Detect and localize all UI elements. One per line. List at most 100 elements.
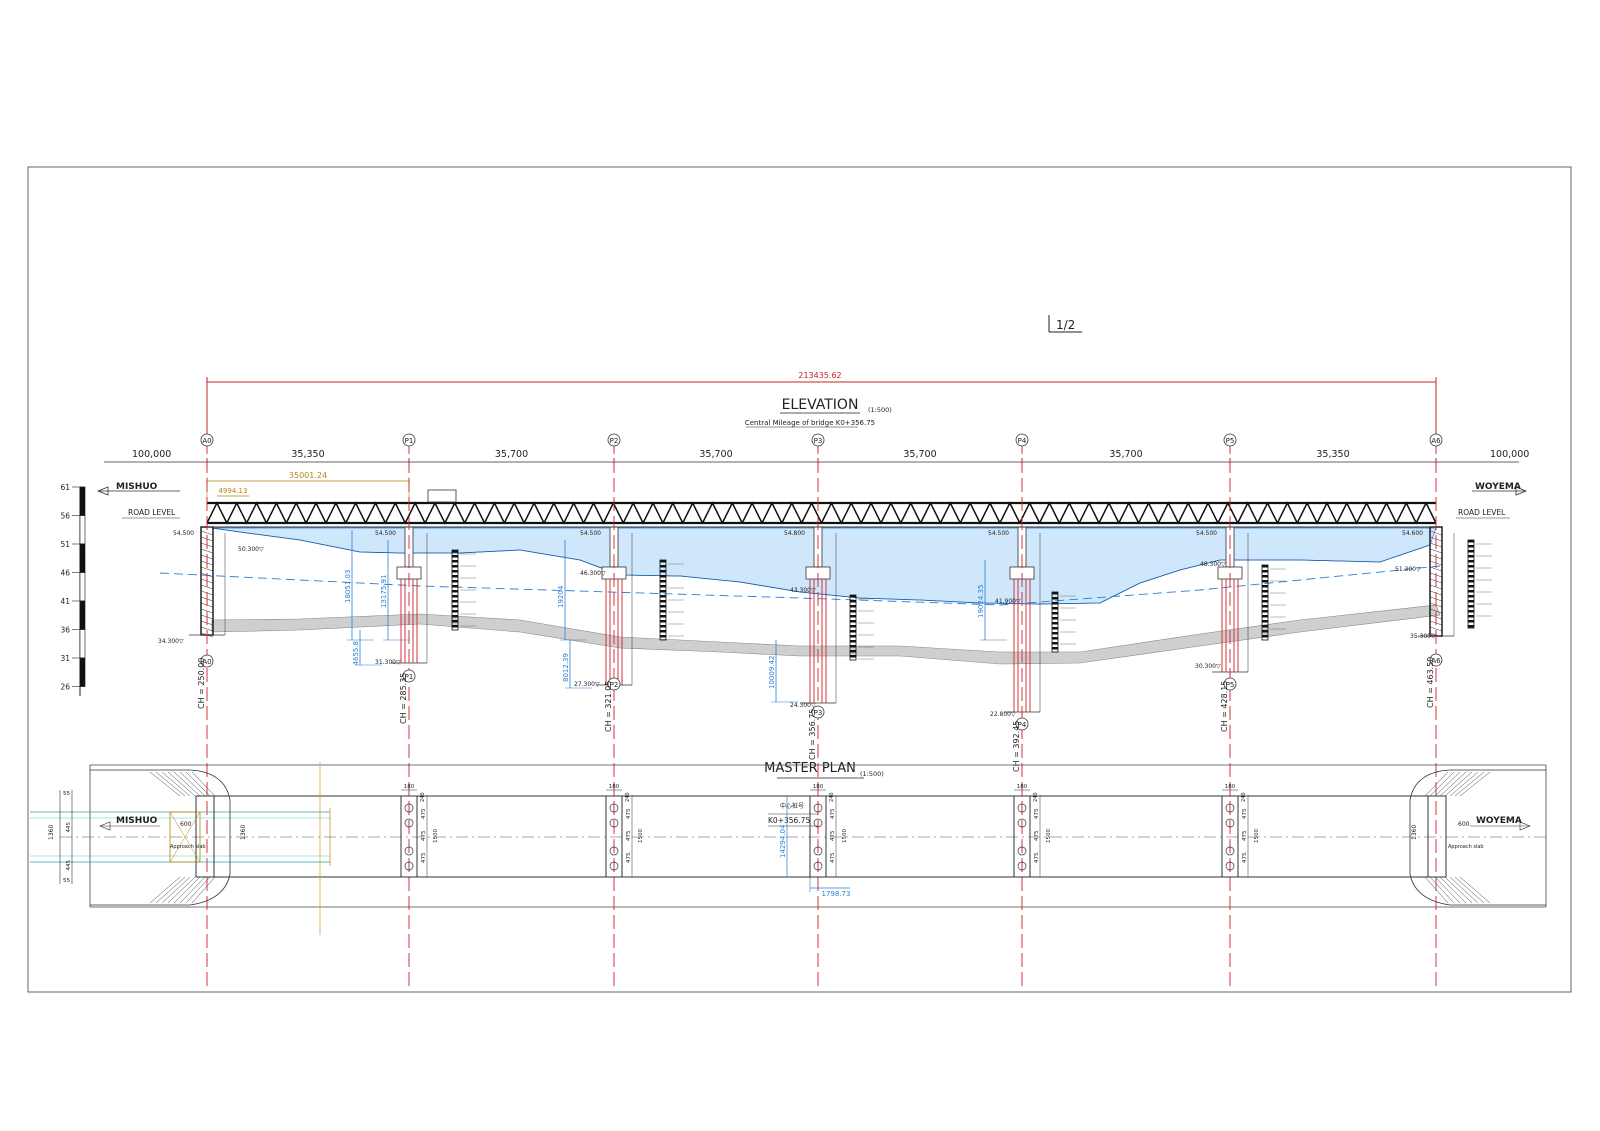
bed-level-P1: 31.300▽ xyxy=(375,659,401,666)
wing-hatch xyxy=(149,771,1491,904)
ruler-tick-26: 26 xyxy=(60,683,70,692)
plan-pier-width: 180 xyxy=(1225,784,1236,790)
deck-box xyxy=(427,489,457,503)
ruler-tick-56: 56 xyxy=(60,512,70,521)
span-length-4: 35,700 xyxy=(903,449,936,460)
plan-piers: 180 475 475 475 1500 240 180 475 475 475 1500 240 18… xyxy=(400,784,1260,878)
axis-bubble xyxy=(200,433,214,447)
water-level-2: 46.300▽ xyxy=(580,570,606,577)
borehole-log xyxy=(1051,591,1076,653)
chainage-A0: CH = 250.00 xyxy=(197,658,206,709)
short-dim-text: 4994.13 xyxy=(219,487,248,495)
elev-end-labels: MISHUO WOYEMA ROAD LEVEL ROAD LEVEL xyxy=(96,482,1528,519)
bed-level-A0: 34.300▽ xyxy=(158,638,184,645)
plan-pier-total: 1500 xyxy=(638,829,644,843)
elev-left-end: MISHUO xyxy=(116,482,158,492)
span-length-2: 35,700 xyxy=(495,449,528,460)
plan-spacing: 475 xyxy=(626,808,632,819)
plan-pier-total: 1500 xyxy=(842,829,848,843)
elevation-title: ELEVATION xyxy=(782,397,859,413)
plan-road xyxy=(30,762,1547,935)
water-level-4: 41.900▽ xyxy=(995,598,1021,605)
ruler-tick-41: 41 xyxy=(60,597,70,606)
span-length-3: 35,700 xyxy=(699,449,732,460)
sheet-number: 1/2 xyxy=(1048,315,1082,333)
ruler-tick-36: 36 xyxy=(60,626,70,635)
plan-spacing: 475 xyxy=(421,808,427,819)
plan-labels: MISHUO WOYEMA Approach slab Approach sla… xyxy=(48,790,1531,898)
water-level-6: 51.300▽ xyxy=(1395,566,1421,573)
axis-label-top-A6: A6 xyxy=(1431,437,1441,445)
span-length-6: 35,350 xyxy=(1316,449,1349,460)
arrow-left-icon xyxy=(96,486,109,496)
plan-edge-dim: 240 xyxy=(625,792,631,802)
total-length-dim: 213435.62 xyxy=(206,371,1437,440)
plan-edge-dim: 240 xyxy=(829,792,835,802)
axis-bubble xyxy=(607,677,621,691)
ruler-block xyxy=(79,572,86,602)
plan-spacing: 475 xyxy=(1034,808,1040,819)
plan-pier-total: 1500 xyxy=(433,829,439,843)
axis-bubble xyxy=(811,705,825,719)
plan-left-end: MISHUO xyxy=(116,816,158,826)
axis-bubble xyxy=(1429,653,1443,667)
plan-scale: (1:500) xyxy=(860,770,884,778)
axis-bubble xyxy=(1015,433,1029,447)
deck-level-P5: 54.500 xyxy=(1196,530,1217,537)
span-dimensions: 100,000 100,000 35,350 35,700 35,700 35,700… xyxy=(104,449,1529,466)
axis-bubble xyxy=(811,433,825,447)
plan-pier-width: 180 xyxy=(813,784,824,790)
blue-dim-6: 10009.42 xyxy=(768,656,776,689)
chainage-P5: CH = 428.15 xyxy=(1220,681,1229,732)
plan-spacing: 475 xyxy=(1242,830,1248,841)
axis-bubble xyxy=(1015,717,1029,731)
borehole-log xyxy=(1467,539,1492,629)
bed-level-P3: 24.300▽ xyxy=(790,702,816,709)
ruler-block xyxy=(79,486,86,516)
ruler-block xyxy=(79,543,86,573)
axis-bubble xyxy=(1429,433,1443,447)
axis-label-top-A0: A0 xyxy=(202,437,211,445)
plan-spacing: 475 xyxy=(1242,852,1248,863)
plan-pier-total: 1500 xyxy=(1046,829,1052,843)
plan-spacing: 475 xyxy=(1034,830,1040,841)
axis-label-bottom-A6: A6 xyxy=(1431,657,1441,665)
axis-bubble xyxy=(1223,433,1237,447)
blue-dim-7: 19024.35 xyxy=(977,585,985,618)
river-water xyxy=(211,527,1437,605)
axis-bubble xyxy=(402,433,416,447)
bed-level-P4: 22.800▽ xyxy=(990,711,1016,718)
lw-3: 55 xyxy=(63,878,70,884)
elev-right-end: WOYEMA xyxy=(1475,482,1521,492)
plan-spacing: 475 xyxy=(421,830,427,841)
plan-spacing: 475 xyxy=(1242,808,1248,819)
plan-pier-width: 180 xyxy=(404,784,415,790)
ruler-tick-61: 61 xyxy=(60,483,70,492)
plan-pier-total: 1500 xyxy=(1254,829,1260,843)
width-far-left: 1360 xyxy=(48,825,55,840)
axis-label-bottom-P1: P1 xyxy=(405,673,414,681)
plan-right-end: WOYEMA xyxy=(1476,816,1522,826)
borehole-log xyxy=(659,559,684,641)
steel-truss xyxy=(206,489,1437,528)
axis-bubble xyxy=(607,433,621,447)
outer-right-dim: 100,000 xyxy=(1490,449,1529,460)
ruler-block xyxy=(79,600,86,630)
deck-level-A0: 54.500 xyxy=(173,530,194,537)
outer-left-dim: 100,000 xyxy=(132,449,171,460)
plan-spacing: 475 xyxy=(626,830,632,841)
total-length-text: 213435.62 xyxy=(798,371,841,380)
axis-label-bottom-P3: P3 xyxy=(814,709,823,717)
plan-spacing: 475 xyxy=(626,852,632,863)
river-bed-line xyxy=(211,527,1431,605)
blue-dim-2: 13175.91 xyxy=(380,575,388,608)
sub-length-text: 35001.24 xyxy=(289,471,327,480)
axis-label-bottom-P5: P5 xyxy=(1226,681,1235,689)
